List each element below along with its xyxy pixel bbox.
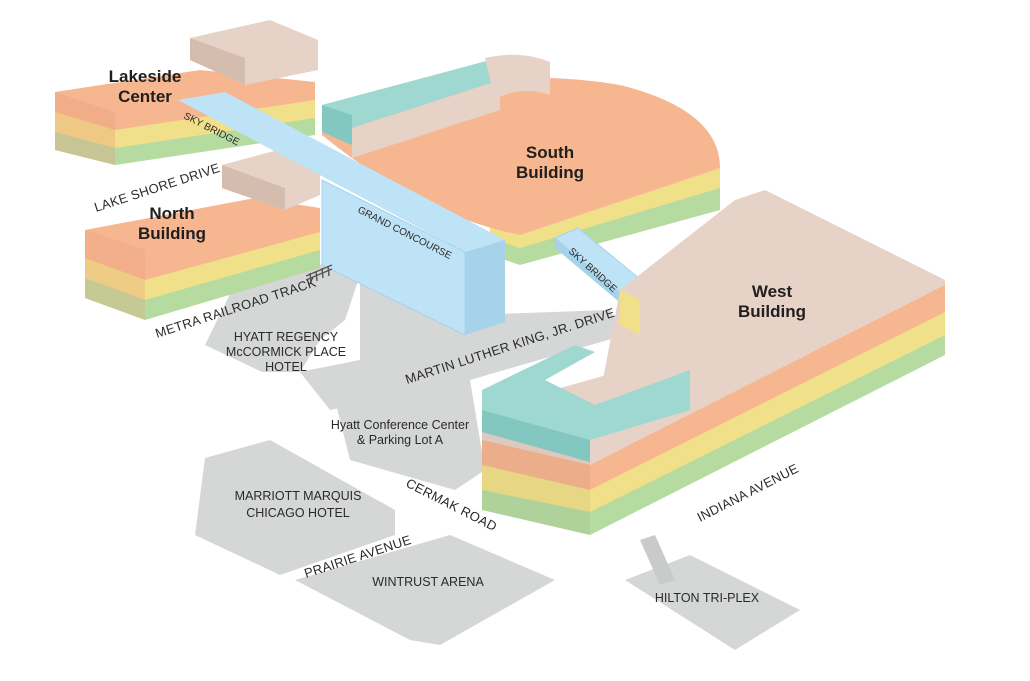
lakeside-label-line1: Lakeside: [109, 67, 182, 86]
north-building: North Building: [85, 148, 320, 320]
south-building: South Building: [322, 54, 720, 265]
hilton-walkway: [640, 535, 675, 585]
hyatt-regency-label-line1: HYATT REGENCY: [234, 330, 339, 344]
grand-concourse: GRAND CONCOURSE SKY BRIDGE: [178, 92, 505, 336]
marriott-lot: [195, 440, 395, 575]
hyatt-regency-label-line3: HOTEL: [265, 360, 307, 374]
hyatt-conference-lot: [335, 380, 485, 490]
west-building: West Building: [482, 190, 945, 535]
marriott-label-line2: CHICAGO HOTEL: [246, 506, 350, 520]
hyatt-conference-label-line1: Hyatt Conference Center: [331, 418, 469, 432]
south-label-line1: South: [526, 143, 574, 162]
hyatt-conference-label-line2: & Parking Lot A: [357, 433, 444, 447]
north-label-line1: North: [149, 204, 194, 223]
wintrust-lot: [295, 535, 555, 645]
lakeside-label-line2: Center: [118, 87, 172, 106]
central-plaza: [300, 280, 625, 410]
south-label-line2: Building: [516, 163, 584, 182]
hilton-tri-plex-label: HILTON TRI-PLEX: [655, 591, 760, 605]
ground-areas: [195, 262, 800, 650]
wintrust-arena-label: WINTRUST ARENA: [372, 575, 484, 589]
marriott-label-line1: MARRIOTT MARQUIS: [235, 489, 362, 503]
hyatt-regency-label-line2: McCORMICK PLACE: [226, 345, 346, 359]
west-label-line2: Building: [738, 302, 806, 321]
north-label-line2: Building: [138, 224, 206, 243]
west-label-line1: West: [752, 282, 793, 301]
railroad-track-icon: [305, 264, 333, 284]
